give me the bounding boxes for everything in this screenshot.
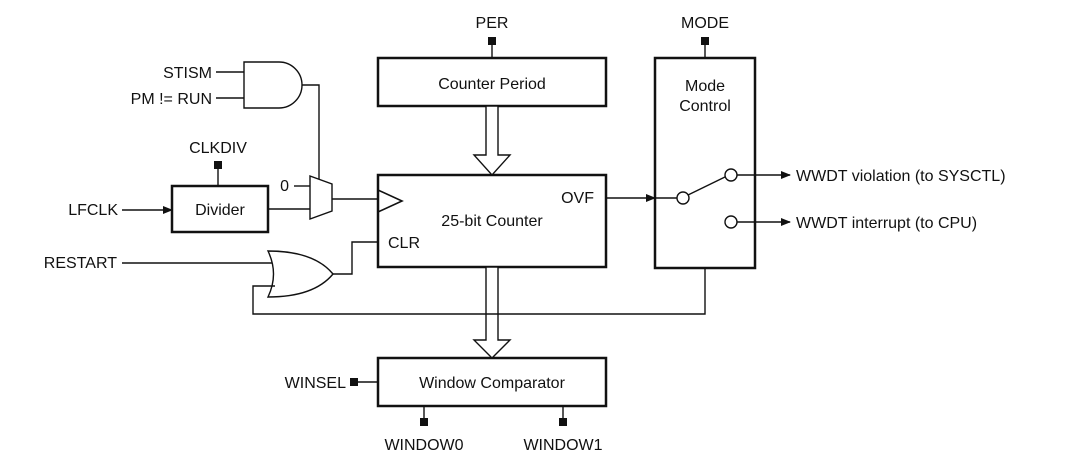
clock-mux [309,175,333,220]
counter-label: 25-bit Counter [441,213,543,230]
interrupt-output-label: WWDT interrupt (to CPU) [796,215,977,232]
winsel-label: WINSEL [285,375,346,392]
winsel-terminal [350,378,358,386]
counter-period-label: Counter Period [438,76,546,93]
counter-to-comparator-bus [472,266,512,359]
mode-control-block [653,56,757,270]
stism-label: STISM [163,65,212,82]
pm-run-label: PM != RUN [131,91,212,108]
switch-pivot [676,191,690,205]
window0-label: WINDOW0 [384,437,463,454]
per-terminal [488,37,496,45]
divider-label: Divider [195,202,245,219]
switch-arm [687,175,728,196]
ovf-port-label: OVF [561,190,594,207]
and-gate [243,61,303,109]
clkdiv-terminal [214,161,222,169]
violation-contact [724,168,738,182]
and-to-mux-wire [302,84,320,182]
mux-zero-label: 0 [280,178,289,195]
restart-label: RESTART [44,255,117,272]
counter-period-block [376,56,608,108]
mode-signal-label: MODE [681,15,729,32]
window1-terminal [559,418,567,426]
window0-terminal [420,418,428,426]
period-to-counter-bus [472,105,512,177]
per-signal-label: PER [476,15,509,32]
lfclk-label: LFCLK [68,202,118,219]
interrupt-contact [724,215,738,229]
violation-output-label: WWDT violation (to SYSCTL) [796,168,1006,185]
mode-terminal [701,37,709,45]
clr-port-label: CLR [388,235,420,252]
clock-input-triangle [377,189,404,213]
or-to-clr-wire [333,241,378,275]
window-comparator-label: Window Comparator [419,375,566,392]
clkdiv-label: CLKDIV [189,140,247,157]
window1-label: WINDOW1 [523,437,602,454]
mode-control-label-line1: Mode [685,78,725,95]
feedback-loop-wire [252,268,706,315]
or-gate [266,250,334,298]
mode-control-label-line2: Control [679,98,731,115]
